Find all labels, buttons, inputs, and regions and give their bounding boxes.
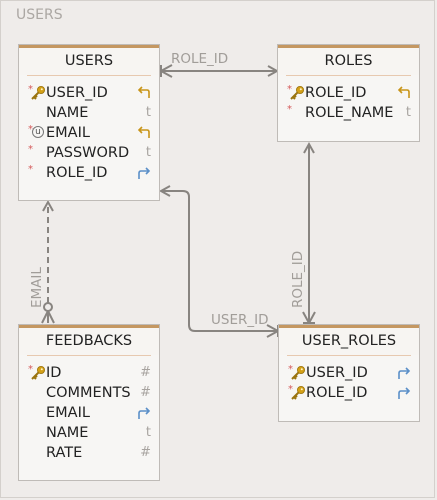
attribute-row[interactable]: * USER_ID	[27, 83, 151, 103]
entity-roles[interactable]: ROLES * ROLE_ID * ROLE_NAME t	[277, 44, 420, 142]
attribute-row[interactable]: * ID #	[27, 363, 151, 383]
relation-label-role-id-vertical: ROLE_ID	[290, 250, 306, 308]
attribute-name: PASSWORD	[46, 145, 130, 161]
crowfoot-end	[41, 310, 55, 324]
attribute-name: USER_ID	[46, 85, 108, 101]
entity-title: FEEDBACKS	[19, 325, 159, 355]
asterisk-icon: *	[28, 84, 33, 95]
attribute-row[interactable]: * u EMAIL	[27, 123, 151, 143]
asterisk-icon: *	[28, 364, 33, 375]
relation-label-role-id: ROLE_ID	[171, 51, 229, 67]
unique-icon: u	[32, 126, 44, 138]
arrow-head-icon	[42, 199, 54, 212]
attribute-name: USER_ID	[306, 365, 368, 381]
numeric-type-icon: #	[140, 445, 151, 460]
entity-title: ROLES	[278, 45, 419, 75]
primary-key-arrow-icon	[137, 86, 150, 98]
diagram-title: USERS	[16, 7, 63, 23]
attribute-row[interactable]: NAME t	[27, 423, 151, 443]
attribute-row[interactable]: * ROLE_NAME t	[286, 103, 411, 123]
text-type-icon: t	[145, 425, 151, 440]
attribute-name: ROLE_NAME	[305, 105, 394, 121]
entity-feedbacks[interactable]: FEEDBACKS * ID # COMMENTS # EMAIL NAME t…	[18, 324, 160, 481]
numeric-type-icon: #	[140, 365, 151, 380]
attribute-row[interactable]: RATE #	[27, 443, 151, 463]
key-icon	[290, 86, 304, 100]
foreign-key-arrow-icon	[398, 387, 411, 399]
key-icon	[291, 386, 305, 400]
arrow-head-icon	[303, 141, 315, 154]
entity-users[interactable]: USERS * USER_ID NAME t * u EMAIL * PASSW…	[18, 44, 160, 201]
text-type-icon: t	[145, 145, 151, 160]
key-icon	[31, 366, 45, 380]
foreign-key-arrow-icon	[138, 167, 151, 179]
foreign-key-arrow-icon	[138, 407, 151, 419]
attribute-name: COMMENTS	[46, 385, 131, 401]
relation-label-email: EMAIL	[29, 267, 45, 308]
attribute-name: NAME	[46, 105, 89, 121]
relation-userroles-users[interactable]	[161, 190, 278, 332]
asterisk-icon: *	[288, 384, 293, 395]
primary-key-arrow-icon	[397, 86, 410, 98]
asterisk-icon: *	[287, 104, 292, 115]
attribute-row[interactable]: * USER_ID	[287, 363, 411, 383]
arrow-head-icon	[158, 185, 171, 197]
attribute-name: RATE	[46, 445, 83, 461]
crowfoot-end	[160, 64, 173, 78]
asterisk-icon: *	[288, 364, 293, 375]
attribute-name: ID	[46, 365, 62, 381]
attribute-name: EMAIL	[46, 125, 90, 141]
foreign-key-arrow-icon	[398, 367, 411, 379]
attribute-name: ROLE_ID	[46, 165, 108, 181]
primary-key-arrow-icon	[137, 126, 150, 138]
key-icon	[291, 366, 305, 380]
entity-title: USER_ROLES	[279, 325, 419, 355]
key-icon	[31, 86, 45, 100]
attribute-row[interactable]: * PASSWORD t	[27, 143, 151, 163]
attribute-name: ROLE_ID	[306, 385, 368, 401]
attribute-row[interactable]: * ROLE_ID	[286, 83, 411, 103]
attribute-row[interactable]: COMMENTS #	[27, 383, 151, 403]
attribute-row[interactable]: EMAIL	[27, 403, 151, 423]
text-type-icon: t	[405, 105, 411, 120]
zero-or-many-circle	[43, 302, 53, 312]
attribute-name: ROLE_ID	[305, 85, 367, 101]
attribute-row[interactable]: * ROLE_ID	[27, 163, 151, 183]
asterisk-icon: *	[287, 84, 292, 95]
asterisk-icon: *	[28, 144, 33, 155]
attribute-name: NAME	[46, 425, 89, 441]
crowfoot-end	[302, 311, 316, 324]
attribute-row[interactable]: NAME t	[27, 103, 151, 123]
attribute-name: EMAIL	[46, 405, 90, 421]
asterisk-icon: *	[28, 124, 33, 135]
text-type-icon: t	[145, 105, 151, 120]
numeric-type-icon: #	[140, 385, 151, 400]
asterisk-icon: *	[28, 164, 33, 175]
entity-user-roles[interactable]: USER_ROLES * USER_ID * ROLE_ID	[278, 324, 420, 422]
relation-label-user-id: USER_ID	[211, 312, 269, 328]
attribute-row[interactable]: * ROLE_ID	[287, 383, 411, 403]
entity-title: USERS	[19, 45, 159, 75]
